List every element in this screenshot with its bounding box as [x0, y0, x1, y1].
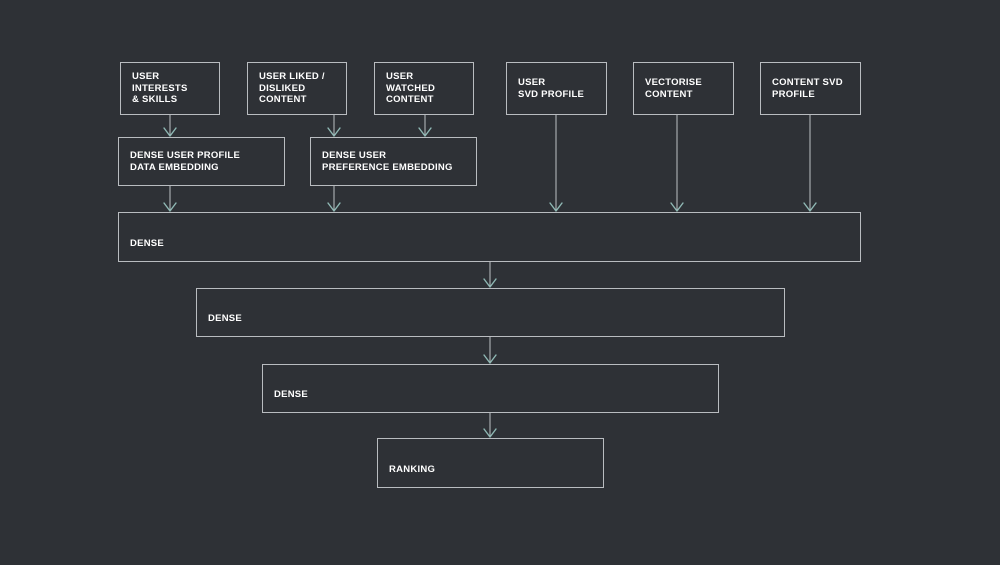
node-content-svd-profile[interactable]: CONTENT SVD PROFILE: [760, 62, 861, 115]
node-label-user-liked-disliked: USER LIKED / DISLIKED CONTENT: [259, 71, 325, 106]
node-dense-1[interactable]: DENSE: [118, 212, 861, 262]
node-dense-3[interactable]: DENSE: [262, 364, 719, 413]
node-user-watched-content[interactable]: USER WATCHED CONTENT: [374, 62, 474, 115]
edge-edge-watched-to-preference: [418, 115, 432, 137]
edge-edge-preference-to-dense1: [327, 186, 341, 212]
node-user-liked-disliked[interactable]: USER LIKED / DISLIKED CONTENT: [247, 62, 347, 115]
edge-edge-dense3-to-ranking: [483, 413, 497, 438]
edge-edge-dense1-to-dense2: [483, 262, 497, 288]
node-label-content-svd-profile: CONTENT SVD PROFILE: [772, 77, 843, 100]
node-dense-user-preference[interactable]: DENSE USER PREFERENCE EMBEDDING: [310, 137, 477, 186]
node-label-user-svd-profile: USER SVD PROFILE: [518, 77, 585, 100]
node-label-ranking: RANKING: [389, 463, 436, 475]
node-vectorise-content[interactable]: VECTORISE CONTENT: [633, 62, 734, 115]
node-label-dense-1: DENSE: [130, 237, 164, 249]
edge-edge-profile-to-dense1: [163, 186, 177, 212]
node-label-dense-2: DENSE: [208, 312, 242, 324]
edge-edge-content-svd-to-dense1: [803, 115, 817, 212]
edge-edge-vectorise-to-dense1: [670, 115, 684, 212]
node-ranking[interactable]: RANKING: [377, 438, 604, 488]
node-dense-2[interactable]: DENSE: [196, 288, 785, 337]
node-label-dense-3: DENSE: [274, 388, 308, 400]
edge-edge-user-svd-to-dense1: [549, 115, 563, 212]
node-label-dense-user-preference: DENSE USER PREFERENCE EMBEDDING: [322, 150, 453, 173]
node-label-dense-user-profile-data: DENSE USER PROFILE DATA EMBEDDING: [130, 150, 241, 173]
node-user-svd-profile[interactable]: USER SVD PROFILE: [506, 62, 607, 115]
node-label-vectorise-content: VECTORISE CONTENT: [645, 77, 702, 100]
edge-edge-dense2-to-dense3: [483, 337, 497, 364]
edge-edge-interests-to-profile: [163, 115, 177, 137]
edge-edge-liked-to-preference: [327, 115, 341, 137]
node-label-user-watched-content: USER WATCHED CONTENT: [386, 71, 436, 106]
node-user-interests-skills[interactable]: USER INTERESTS & SKILLS: [120, 62, 220, 115]
node-dense-user-profile-data[interactable]: DENSE USER PROFILE DATA EMBEDDING: [118, 137, 285, 186]
node-label-user-interests-skills: USER INTERESTS & SKILLS: [132, 71, 188, 106]
